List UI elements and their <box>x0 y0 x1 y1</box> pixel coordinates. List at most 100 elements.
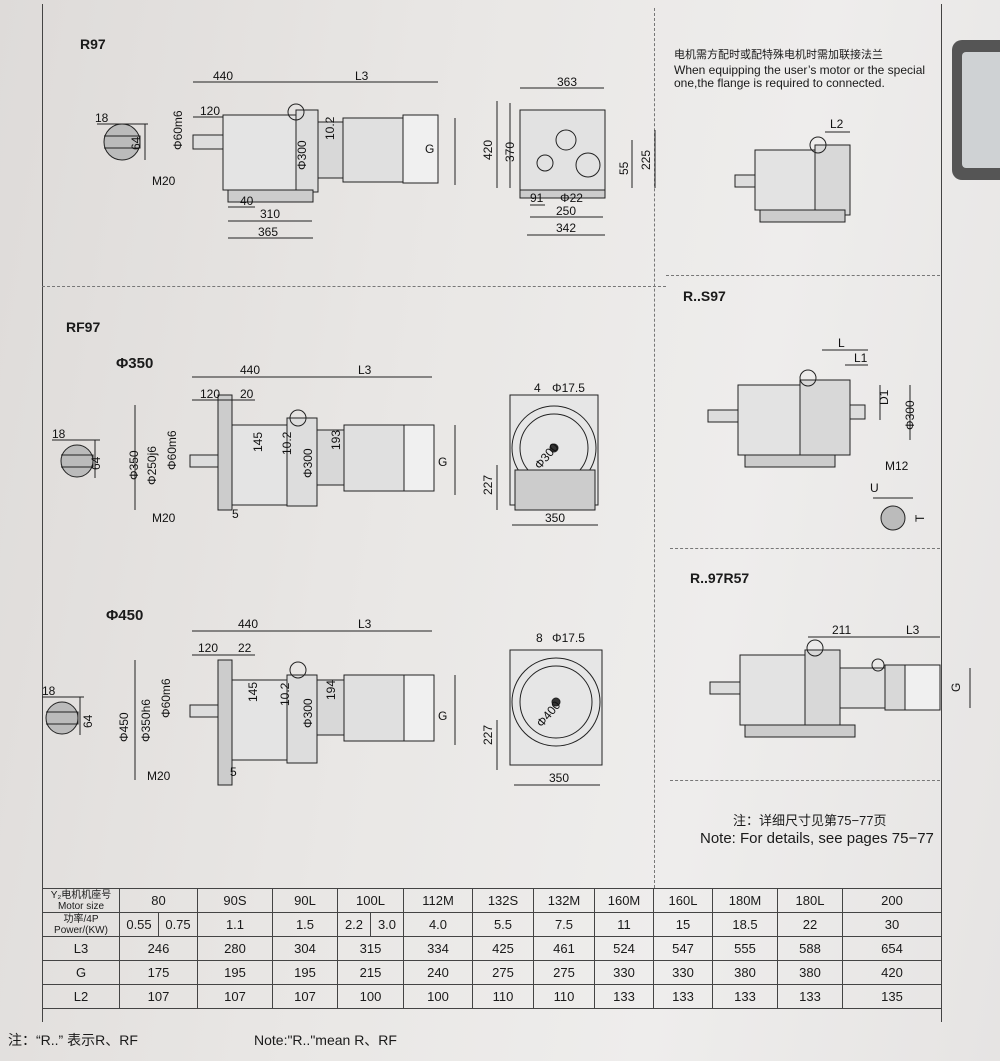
rs97-dim-phi300: Φ300 <box>903 400 917 430</box>
rs97-dim-t: T <box>913 514 927 522</box>
table-cell: 275 <box>533 960 595 985</box>
flange-note-en-2: one,the flange is required to connected. <box>674 76 885 90</box>
divider-rs97 <box>670 548 940 549</box>
r97-dim-10-2: 10.2 <box>323 116 337 140</box>
r97r57-dim-l3: L3 <box>906 623 920 637</box>
table-cell: 1.1 <box>197 912 273 937</box>
rf97-dim-l3: L3 <box>358 363 372 377</box>
r97-dim-phi22: Φ22 <box>560 191 583 205</box>
rf97-dim-phi350: Φ350 <box>127 450 141 480</box>
rf97-dim-20: 20 <box>240 387 254 401</box>
rf97-450-dim-8: 8 <box>536 631 543 645</box>
table-cell: 461 <box>533 936 595 961</box>
r97-dim-310: 310 <box>260 207 280 221</box>
r97-dim-225: 225 <box>639 150 653 170</box>
r97-dim-40: 40 <box>240 194 254 208</box>
table-row-g: G 175 195 195 215 240 275 275 330 330 38… <box>42 960 942 985</box>
table-cell: 5.5 <box>472 912 534 937</box>
table-row-l2: L2 107 107 107 100 100 110 110 133 133 1… <box>42 984 942 1009</box>
r97r57-dim-211: 211 <box>832 623 851 637</box>
divider-flange <box>666 275 940 276</box>
rf97-450-dim-m20: M20 <box>147 769 171 783</box>
table-cell: 555 <box>712 936 778 961</box>
rf97-dim-phi17-5: Φ17.5 <box>552 381 585 395</box>
r97-dim-363: 363 <box>557 75 577 89</box>
table-cell: 7.5 <box>533 912 595 937</box>
r97-dim-342: 342 <box>556 221 576 235</box>
rf97-phi450-title: Φ450 <box>106 607 144 624</box>
table-cell: 18.5 <box>712 912 778 937</box>
table-cell: 90S <box>197 888 273 913</box>
table-cell: 1.5 <box>272 912 338 937</box>
r97-dim-250: 250 <box>556 204 576 218</box>
rf97-dim-4: 4 <box>534 381 541 395</box>
details-note-en: Note: For details, see pages 75−77 <box>700 830 934 847</box>
rf97-dim-5: 5 <box>232 507 239 521</box>
table-cell: 132M <box>533 888 595 913</box>
row-header-g: G <box>42 960 120 985</box>
flange-dim-l2: L2 <box>830 117 844 131</box>
rf97-dim-440: 440 <box>240 363 260 377</box>
r97-dim-m20: M20 <box>152 174 176 188</box>
r97-dim-420: 420 <box>481 140 495 160</box>
table-cell: 175 <box>119 960 198 985</box>
details-note-cn: 注：详细尺寸见第75−77页 <box>733 813 887 828</box>
r97-dim-phi300: Φ300 <box>295 140 309 170</box>
rf97-450-dim-phi17-5: Φ17.5 <box>552 631 585 645</box>
divider-vertical <box>654 8 655 888</box>
rf97-450-dim-phi450: Φ450 <box>117 712 131 742</box>
r97-dim-phi60: Φ60m6 <box>171 110 185 150</box>
rf97-450-dim-350: 350 <box>549 771 569 785</box>
rf97-dim-phi60: Φ60m6 <box>165 430 179 470</box>
table-cell: 200 <box>842 888 942 913</box>
table-cell: 180L <box>777 888 843 913</box>
r97-dim-g: G <box>425 142 434 156</box>
table-row-motor-size: Y₂电机机座号 Motor size 80 90S 90L 100L 112M … <box>42 888 942 913</box>
rf97-450-dim-g: G <box>438 709 447 723</box>
table-cell: 195 <box>272 960 338 985</box>
table-cell: 195 <box>197 960 273 985</box>
table-cell: 133 <box>653 984 713 1009</box>
rf97-dim-64: 64 <box>89 456 103 470</box>
table-cell: 330 <box>653 960 713 985</box>
rf97-450-dim-phi300: Φ300 <box>301 698 315 728</box>
table-cell: 107 <box>119 984 198 1009</box>
rf97-450-dim-120: 120 <box>198 641 218 655</box>
table-cell: 110 <box>472 984 534 1009</box>
table-cell: 240 <box>403 960 473 985</box>
rf97-dim-g: G <box>438 455 447 469</box>
rf97-dim-227: 227 <box>481 475 495 495</box>
r97-dim-370: 370 <box>503 142 517 162</box>
rf97-dim-10-2: 10.2 <box>280 431 294 455</box>
rf97-450-dim-227: 227 <box>481 725 495 745</box>
row-header-l2: L2 <box>42 984 120 1009</box>
table-cell: 160M <box>594 888 654 913</box>
table-cell: 100 <box>403 984 473 1009</box>
rf97-450-dim-phi350h6: Φ350h6 <box>139 699 153 742</box>
table-cell: 133 <box>777 984 843 1009</box>
table-cell: 11 <box>594 912 654 937</box>
table-cell: 15 <box>653 912 713 937</box>
table-cell: 3.0 <box>370 912 404 937</box>
r97-dim-365: 365 <box>258 225 278 239</box>
table-cell: 215 <box>337 960 404 985</box>
rf97-450-dim-18: 18 <box>42 684 56 698</box>
table-cell: 133 <box>594 984 654 1009</box>
table-row-power: 功率/4P Power/(KW) 0.55 0.75 1.1 1.5 2.2 3… <box>42 912 942 937</box>
footer-note-en: Note:"R.."mean R、RF <box>254 1032 397 1048</box>
table-cell: 160L <box>653 888 713 913</box>
table-cell: 654 <box>842 936 942 961</box>
r97r57-dim-g: G <box>949 683 963 692</box>
table-cell: 275 <box>472 960 534 985</box>
rs97-dim-l1: L1 <box>854 351 868 365</box>
rs97-dim-d1: D1 <box>877 389 891 405</box>
rf97-dim-120: 120 <box>200 387 220 401</box>
table-cell: 588 <box>777 936 843 961</box>
table-cell: 90L <box>272 888 338 913</box>
